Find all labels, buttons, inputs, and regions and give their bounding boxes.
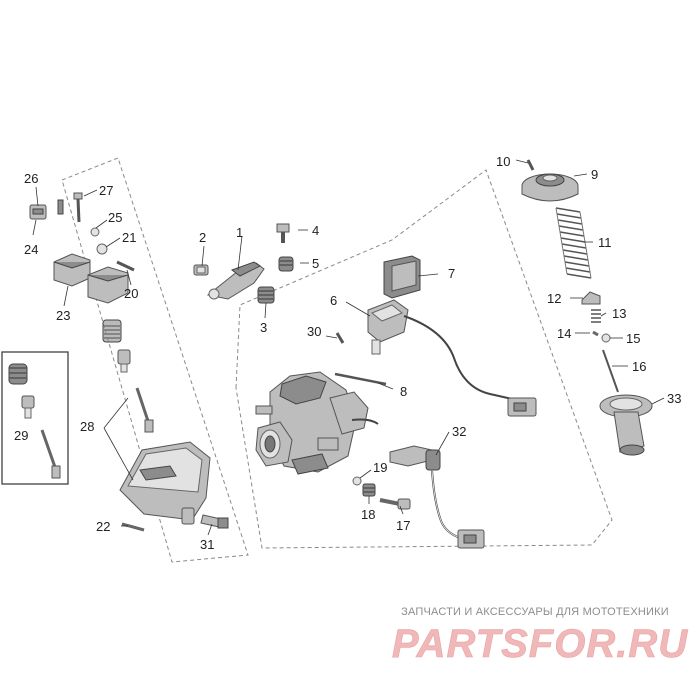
part-1-throttle-lever bbox=[206, 261, 265, 300]
part-20-pin bbox=[116, 260, 135, 272]
part-19-oring bbox=[352, 476, 362, 486]
callout-5: 5 bbox=[312, 256, 319, 271]
callout-3: 3 bbox=[260, 320, 267, 335]
callout-16: 16 bbox=[632, 359, 646, 374]
part-24-26 bbox=[29, 199, 64, 220]
part-4-screw bbox=[276, 223, 290, 243]
callout-17: 17 bbox=[396, 518, 410, 533]
part-15-ring bbox=[601, 333, 611, 343]
callout-33: 33 bbox=[667, 391, 681, 406]
callout-7: 7 bbox=[448, 266, 455, 281]
callout-4: 4 bbox=[312, 223, 319, 238]
callout-26: 26 bbox=[24, 171, 38, 186]
part-25-ring bbox=[90, 227, 100, 237]
part-6-enrichener bbox=[367, 299, 537, 417]
part-13-spring bbox=[591, 309, 601, 323]
leader-lines bbox=[32, 159, 665, 536]
part-3-spring bbox=[257, 286, 275, 304]
part-16-needle bbox=[602, 349, 619, 393]
part-9-top-cap bbox=[521, 173, 579, 202]
callout-21: 21 bbox=[122, 230, 136, 245]
part-30-screw bbox=[335, 332, 345, 344]
callout-8: 8 bbox=[400, 384, 407, 399]
part-8-pin bbox=[334, 372, 387, 386]
callout-31: 31 bbox=[200, 537, 214, 552]
callout-19: 19 bbox=[373, 460, 387, 475]
kit-29-parts bbox=[8, 363, 61, 479]
callout-12: 12 bbox=[547, 291, 561, 306]
callout-2: 2 bbox=[199, 230, 206, 245]
watermark-logo-text: PARTSFOR.RU bbox=[392, 622, 688, 666]
watermark-logo: PARTSFOR.RU bbox=[392, 622, 688, 667]
part-17-screw bbox=[379, 498, 411, 510]
callout-6: 6 bbox=[330, 293, 337, 308]
callout-18: 18 bbox=[361, 507, 375, 522]
part-7-cover bbox=[383, 255, 421, 299]
callout-30: 30 bbox=[307, 324, 321, 339]
callout-29: 29 bbox=[14, 428, 28, 443]
carburetor-body-group-outline bbox=[235, 169, 613, 549]
group-outlines bbox=[1, 157, 613, 563]
callout-27: 27 bbox=[99, 183, 113, 198]
part-5-adjuster bbox=[278, 256, 294, 272]
part-2-nut bbox=[193, 264, 209, 276]
callout-23: 23 bbox=[56, 308, 70, 323]
callout-14: 14 bbox=[557, 326, 571, 341]
part-28-float-assembly bbox=[102, 319, 154, 433]
callout-28: 28 bbox=[80, 419, 94, 434]
part-12-clip bbox=[581, 291, 601, 305]
carburetor-body bbox=[255, 371, 379, 475]
callout-1: 1 bbox=[236, 225, 243, 240]
callout-11: 11 bbox=[598, 235, 612, 250]
callout-24: 24 bbox=[24, 242, 38, 257]
part-14-washer bbox=[592, 330, 599, 337]
callout-13: 13 bbox=[612, 306, 626, 321]
part-33-diaphragm-slide bbox=[599, 394, 653, 456]
watermark-tagline: ЗАПЧАСТИ И АКСЕССУАРЫ ДЛЯ МОТОТЕХНИКИ bbox=[401, 606, 669, 618]
part-10-screw bbox=[526, 159, 535, 171]
part-18-jet bbox=[362, 483, 376, 497]
callout-22: 22 bbox=[96, 519, 110, 534]
callout-10: 10 bbox=[496, 154, 510, 169]
part-22-screw bbox=[121, 522, 145, 532]
callout-15: 15 bbox=[626, 331, 640, 346]
callout-9: 9 bbox=[591, 167, 598, 182]
part-27-screw bbox=[73, 192, 83, 223]
float-bowl bbox=[119, 441, 211, 525]
callout-25: 25 bbox=[108, 210, 122, 225]
kit-29-box bbox=[1, 351, 69, 485]
part-32-cable bbox=[389, 445, 485, 549]
part-11-spring bbox=[555, 207, 592, 279]
part-23-cover bbox=[53, 253, 129, 304]
part-21-ring bbox=[96, 243, 108, 255]
float-bowl-group-outline bbox=[61, 157, 249, 563]
part-31-drain-screw bbox=[200, 514, 229, 529]
callout-numbers: 1 2 3 4 5 6 7 8 9 10 11 12 13 14 15 16 1… bbox=[14, 154, 681, 552]
callout-20: 20 bbox=[124, 286, 138, 301]
callout-32: 32 bbox=[452, 424, 466, 439]
